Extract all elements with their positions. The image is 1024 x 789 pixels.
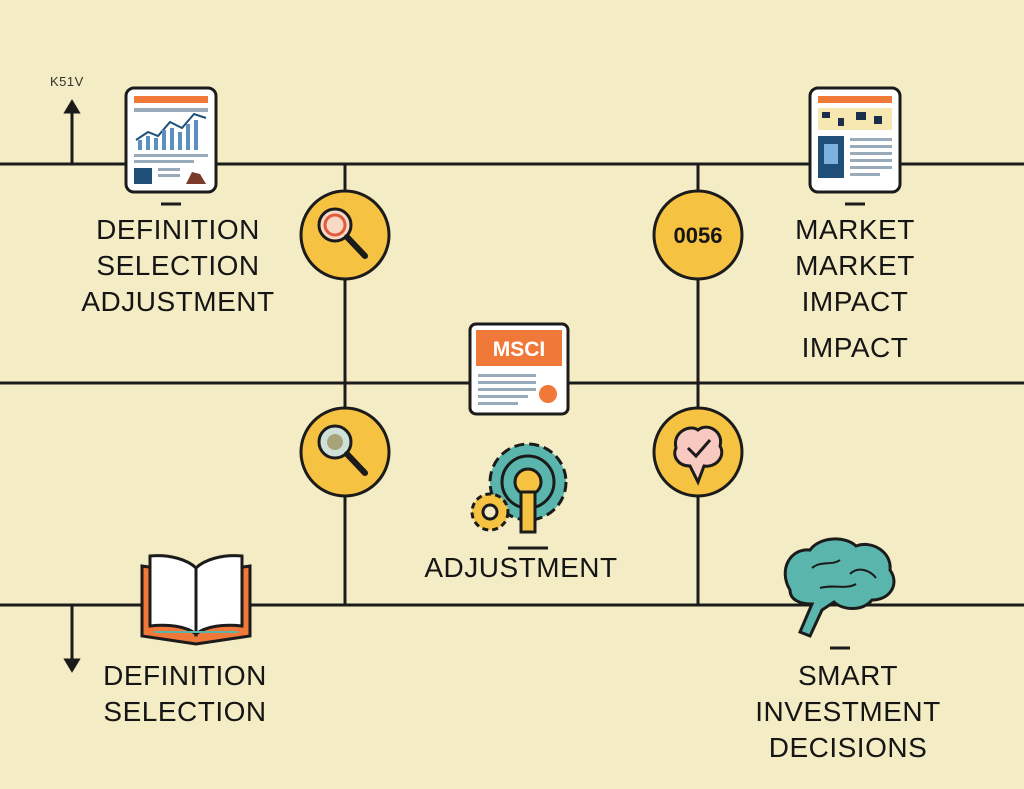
label-line: SELECTION: [96, 250, 260, 281]
label-center: ADJUSTMENT: [424, 552, 618, 583]
label-line: MARKET: [795, 214, 915, 245]
code-node: 0056: [652, 189, 744, 281]
brain-check-icon: [652, 406, 744, 498]
chart-report-icon: [124, 86, 218, 206]
label-top-right: MARKET MARKET IMPACT IMPACT: [780, 212, 930, 366]
corner-label: K51V: [50, 74, 84, 89]
code-node-label: 0056: [674, 223, 723, 248]
magnifier-icon: [299, 189, 391, 281]
label-line: SMART: [798, 660, 898, 691]
msci-card: MSCI: [468, 322, 570, 416]
label-line: DEFINITION: [96, 214, 260, 245]
label-bottom-left: DEFINITION SELECTION: [90, 658, 280, 730]
label-line: MARKET: [795, 250, 915, 281]
label-line: IMPACT: [801, 286, 909, 317]
msci-label: MSCI: [493, 338, 546, 361]
label-line: SELECTION: [103, 696, 267, 727]
label-line: ADJUSTMENT: [81, 286, 275, 317]
arrow-up-icon: [63, 99, 81, 164]
label-line: INVESTMENT: [755, 696, 941, 727]
brain-icon: [783, 537, 896, 650]
label-line: IMPACT: [801, 332, 909, 363]
market-report-icon: [808, 86, 902, 206]
magnifier-icon: [299, 406, 391, 498]
label-line: DEFINITION: [103, 660, 267, 691]
label-bottom-right: SMART INVESTMENT DECISIONS: [748, 658, 948, 766]
label-line: DECISIONS: [768, 732, 928, 763]
arrow-down-icon: [63, 605, 81, 673]
gears-icon: [470, 442, 568, 550]
open-book-icon: [140, 554, 252, 646]
label-top-left: DEFINITION SELECTION ADJUSTMENT: [78, 212, 278, 320]
